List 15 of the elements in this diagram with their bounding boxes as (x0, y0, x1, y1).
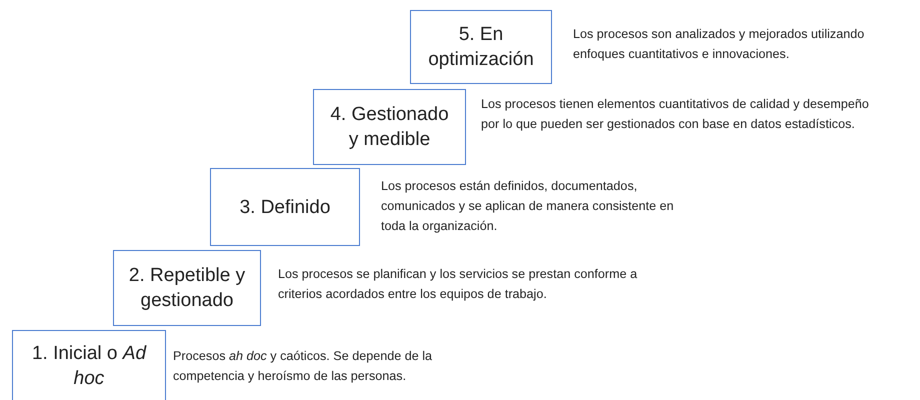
stage-box (210, 168, 360, 246)
stage-title: 1. Inicial o Ad hoc (30, 342, 148, 391)
stage-description: Los procesos se planifican y los servicios se prestan conforme a criterios acordados entre los equipos de trabajo. (278, 266, 638, 303)
stage-box (12, 330, 166, 400)
stage-description: Procesos ah doc y caóticos. Se depende de la competencia y heroísmo de las personas. (173, 348, 434, 385)
stage-description: Los procesos tienen elementos cuantitativos de calidad y desempeño por lo que pueden ser gestionados con base en datos estadísticos. (481, 96, 870, 133)
stage-description: Los procesos están definidos, documentados, comunicados y se aplican de manera consistente en toda la organización. (381, 178, 675, 235)
stage-title: 5. En optimización (427, 23, 535, 72)
stage-box (410, 10, 552, 84)
stage-title: 2. Repetible y gestionado (128, 264, 246, 313)
stage-box (113, 250, 261, 326)
stage-box (313, 89, 466, 165)
stage-title: 3. Definido (240, 196, 330, 220)
stage-title: 4. Gestionado y medible (329, 103, 450, 152)
stage-description: Los procesos son analizados y mejorados utilizando enfoques cuantitativos e innovaciones. (573, 26, 866, 63)
